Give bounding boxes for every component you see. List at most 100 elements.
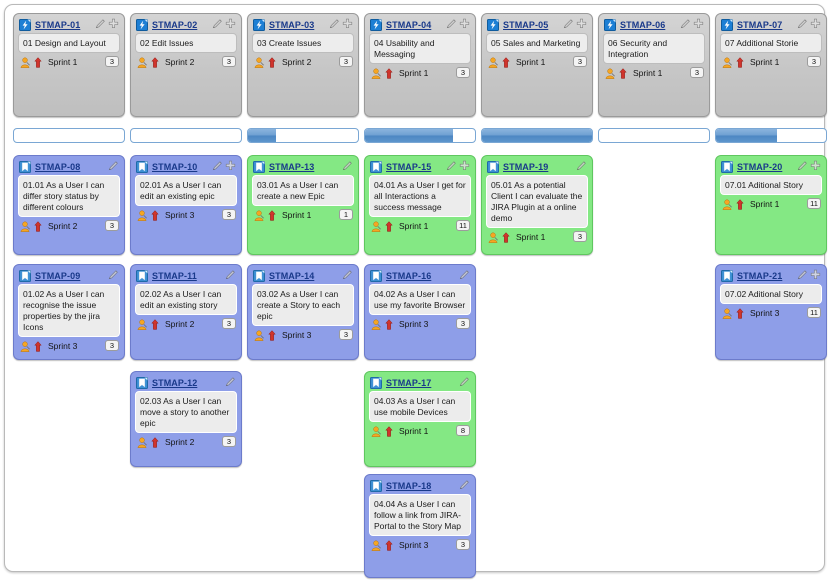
plus-add-icon[interactable]: [108, 18, 119, 29]
card-header-actions[interactable]: [108, 160, 119, 171]
plus-add-icon[interactable]: [576, 18, 587, 29]
card-header-actions[interactable]: [459, 269, 470, 280]
card-header-actions[interactable]: [446, 18, 470, 29]
card-key-link[interactable]: STMAP-01: [35, 19, 81, 30]
card-header-actions[interactable]: [797, 18, 821, 29]
plus-add-icon[interactable]: [225, 160, 236, 171]
card-header-actions[interactable]: [342, 160, 353, 171]
pencil-edit-icon[interactable]: [225, 376, 236, 387]
pencil-edit-icon[interactable]: [342, 269, 353, 280]
card-key-link[interactable]: STMAP-06: [620, 19, 666, 30]
pencil-edit-icon[interactable]: [446, 18, 457, 29]
pencil-edit-icon[interactable]: [459, 269, 470, 280]
card-key-link[interactable]: STMAP-12: [152, 377, 198, 388]
pencil-edit-icon[interactable]: [797, 160, 808, 171]
card-key-link[interactable]: STMAP-04: [386, 19, 432, 30]
card-key-link[interactable]: STMAP-19: [503, 161, 549, 172]
card-header-actions[interactable]: [212, 18, 236, 29]
card-key-link[interactable]: STMAP-11: [152, 270, 197, 281]
card-key-link[interactable]: STMAP-17: [386, 377, 432, 388]
plus-add-icon[interactable]: [810, 269, 821, 280]
pencil-edit-icon[interactable]: [108, 160, 119, 171]
pencil-edit-icon[interactable]: [225, 269, 236, 280]
card-header-actions[interactable]: [95, 18, 119, 29]
pencil-edit-icon[interactable]: [446, 160, 457, 171]
plus-add-icon[interactable]: [693, 18, 704, 29]
card-key-link[interactable]: STMAP-13: [269, 161, 315, 172]
card-key-link[interactable]: STMAP-15: [386, 161, 432, 172]
card-header-actions[interactable]: [225, 269, 236, 280]
plus-add-icon[interactable]: [342, 18, 353, 29]
pencil-edit-icon[interactable]: [459, 376, 470, 387]
pencil-edit-icon[interactable]: [576, 160, 587, 171]
card-header-actions[interactable]: [212, 160, 236, 171]
story-points-badge: 3: [807, 56, 821, 67]
plus-add-icon[interactable]: [459, 18, 470, 29]
card-header-actions[interactable]: [446, 160, 470, 171]
card-key-link[interactable]: STMAP-18: [386, 480, 432, 491]
card-header-actions[interactable]: [797, 160, 821, 171]
pencil-edit-icon[interactable]: [563, 18, 574, 29]
card-header-actions[interactable]: [329, 18, 353, 29]
card-key-link[interactable]: STMAP-14: [269, 270, 315, 281]
plus-add-icon[interactable]: [810, 160, 821, 171]
card-header-actions[interactable]: [459, 376, 470, 387]
plus-add-icon[interactable]: [810, 18, 821, 29]
pencil-edit-icon[interactable]: [212, 18, 223, 29]
pencil-edit-icon[interactable]: [797, 269, 808, 280]
pencil-edit-icon[interactable]: [108, 269, 119, 280]
card-header-actions[interactable]: [459, 479, 470, 490]
assignee-avatar-icon: [371, 319, 381, 330]
card-header-actions[interactable]: [680, 18, 704, 29]
card-header-actions[interactable]: [576, 160, 587, 171]
pencil-edit-icon[interactable]: [342, 160, 353, 171]
pencil-edit-icon[interactable]: [212, 160, 223, 171]
card-key-link[interactable]: STMAP-16: [386, 270, 432, 281]
card-header-actions[interactable]: [342, 269, 353, 280]
card-header-actions[interactable]: [797, 269, 821, 280]
card-key-link[interactable]: STMAP-03: [269, 19, 315, 30]
card-header-actions[interactable]: [108, 269, 119, 280]
card-key-link[interactable]: STMAP-21: [737, 270, 783, 281]
pencil-edit-icon[interactable]: [95, 18, 106, 29]
pencil-edit-icon[interactable]: [329, 18, 340, 29]
card-key-link[interactable]: STMAP-20: [737, 161, 783, 172]
card-key-link[interactable]: STMAP-05: [503, 19, 549, 30]
plus-add-icon[interactable]: [225, 18, 236, 29]
plus-add-icon[interactable]: [459, 160, 470, 171]
card-key-link[interactable]: STMAP-07: [737, 19, 783, 30]
pencil-edit-icon[interactable]: [680, 18, 691, 29]
pencil-edit-icon[interactable]: [797, 18, 808, 29]
card-key-link[interactable]: STMAP-08: [35, 161, 81, 172]
card-key-link[interactable]: STMAP-09: [35, 270, 81, 281]
card-header-actions[interactable]: [563, 18, 587, 29]
card-key-link[interactable]: STMAP-02: [152, 19, 198, 30]
assignee-avatar-icon: [605, 68, 615, 79]
pencil-edit-icon[interactable]: [459, 479, 470, 490]
card-header-actions[interactable]: [225, 376, 236, 387]
card-key-link[interactable]: STMAP-10: [152, 161, 198, 172]
